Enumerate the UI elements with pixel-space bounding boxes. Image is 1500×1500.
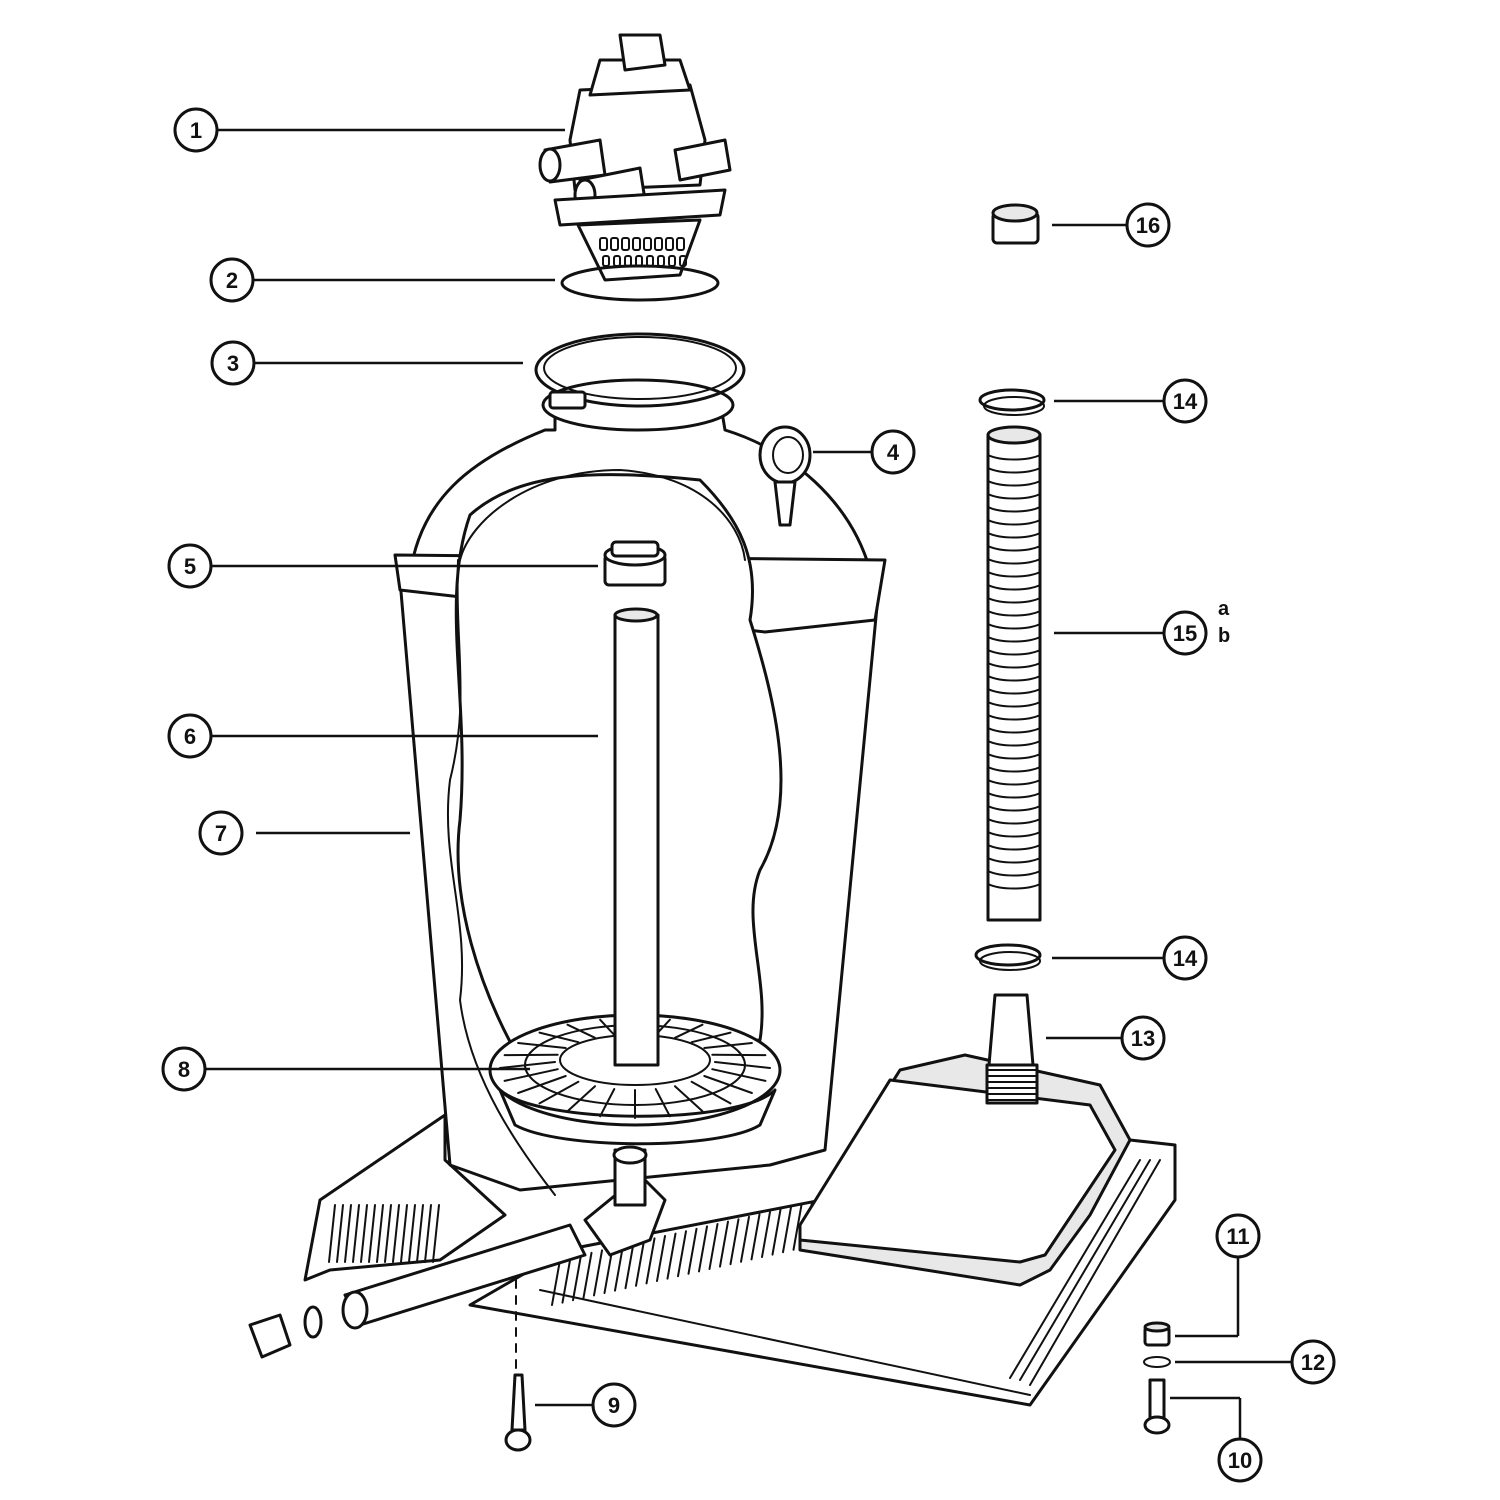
- tank-clamp: [534, 332, 746, 410]
- callout-12: 12: [1290, 1339, 1336, 1385]
- callout-number: 12: [1301, 1350, 1325, 1375]
- callout-6: 6: [167, 713, 213, 759]
- callout-number: 3: [227, 351, 239, 376]
- callout-circle: [209, 257, 255, 303]
- hose-clamp-top: [978, 388, 1046, 416]
- callout-number: 2: [226, 268, 238, 293]
- callout-number: 16: [1136, 213, 1160, 238]
- callout-number: 11: [1226, 1224, 1249, 1249]
- valve-o-ring: [560, 264, 720, 302]
- callout-11: 11: [1215, 1213, 1261, 1259]
- callout-circle: [173, 107, 219, 153]
- callout-number: 5: [184, 554, 196, 579]
- hose-adapter: [985, 993, 1039, 1105]
- callout-3: 3: [210, 340, 256, 386]
- callout-number: 7: [215, 821, 227, 846]
- callout-circle: [198, 810, 244, 856]
- callout-circle: [1162, 935, 1208, 981]
- callout-circle: [167, 543, 213, 589]
- callout-circle: [167, 713, 213, 759]
- callout-circle: [1120, 1015, 1166, 1061]
- callout-5: 5: [167, 543, 213, 589]
- nut: [1143, 1321, 1171, 1347]
- hose-clamp-bottom: [974, 943, 1042, 971]
- callout-number: 15: [1173, 621, 1197, 646]
- callout-circle: [1162, 610, 1208, 656]
- outlet-plumbing: [248, 1145, 667, 1371]
- callout-14: 14: [1162, 935, 1208, 981]
- standpipe: [613, 607, 660, 1067]
- callout-circle: [1217, 1437, 1263, 1483]
- base-bolt: [1143, 1378, 1171, 1435]
- standpipe-cap: [603, 540, 667, 587]
- sub-label-b: b: [1218, 625, 1230, 647]
- callout-number: 4: [887, 440, 900, 465]
- sub-label-a: a: [1218, 598, 1230, 620]
- hose-coupling: [991, 203, 1040, 245]
- callout-number: 9: [608, 1393, 620, 1418]
- callout-7: 7: [198, 810, 244, 856]
- callout-circle: [1290, 1339, 1336, 1385]
- callout-circle: [1215, 1213, 1261, 1259]
- lateral-assembly: [488, 1013, 782, 1146]
- callout-1: 1: [173, 107, 219, 153]
- callout-circle: [161, 1046, 207, 1092]
- callout-number: 10: [1228, 1448, 1252, 1473]
- multiport-valve: [538, 33, 732, 282]
- callout-circle: [1162, 378, 1208, 424]
- callout-9: 9: [591, 1382, 637, 1428]
- callout-15: 15: [1162, 610, 1208, 656]
- washer: [1143, 1356, 1171, 1368]
- callout-circle: [210, 340, 256, 386]
- callout-circle: [591, 1382, 637, 1428]
- callout-number: 6: [184, 724, 196, 749]
- hose: [986, 425, 1042, 922]
- callout-number: 8: [178, 1057, 190, 1082]
- callout-8: 8: [161, 1046, 207, 1092]
- callout-16: 16: [1125, 202, 1171, 248]
- callout-number: 1: [190, 118, 202, 143]
- callout-number: 14: [1173, 389, 1198, 414]
- callout-4: 4: [870, 429, 916, 475]
- callout-13: 13: [1120, 1015, 1166, 1061]
- pressure-gauge: [758, 425, 812, 527]
- callout-number: 14: [1173, 946, 1198, 971]
- callout-number: 13: [1131, 1026, 1155, 1051]
- callout-circle: [870, 429, 916, 475]
- callout-2: 2: [209, 257, 255, 303]
- callout-14: 14: [1162, 378, 1208, 424]
- base-platform: [303, 1053, 1177, 1407]
- callout-10: 10: [1217, 1437, 1263, 1483]
- mounting-screw: [504, 1373, 532, 1452]
- callout-circle: [1125, 202, 1171, 248]
